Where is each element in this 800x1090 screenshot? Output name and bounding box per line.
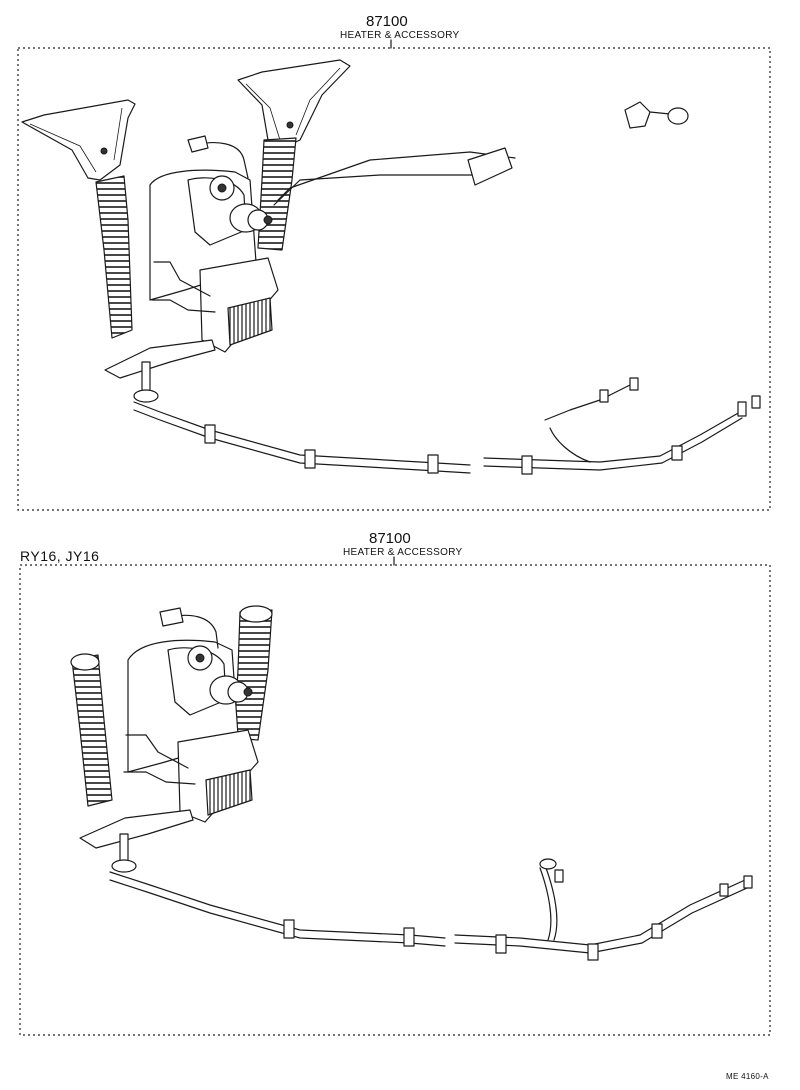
heater-switch bbox=[624, 101, 689, 129]
panel-1-title: 87100 HEATER & ACCESSORY bbox=[340, 14, 540, 41]
panel-2-heater-assembly bbox=[70, 605, 753, 961]
part-name: HEATER & ACCESSORY bbox=[343, 547, 463, 558]
panel-2-variant-label: RY16, JY16 bbox=[20, 548, 100, 564]
left-defroster-nozzle bbox=[21, 99, 136, 181]
heater-core-grille bbox=[227, 297, 273, 346]
panel-2-frame bbox=[19, 556, 771, 1036]
heater-unit-2 bbox=[79, 639, 259, 873]
panel-1-frame bbox=[17, 39, 771, 511]
control-cable-lower bbox=[273, 174, 476, 206]
right-duct-hose bbox=[257, 137, 297, 251]
water-hose-lines-1 bbox=[133, 377, 761, 475]
drawing-code: ME 4160-A bbox=[726, 1072, 769, 1081]
control-cable-connector bbox=[467, 147, 513, 186]
left-duct-hose bbox=[95, 175, 133, 339]
part-name: HEATER & ACCESSORY bbox=[340, 30, 460, 41]
heater-unit bbox=[104, 169, 279, 403]
right-duct-hose-2 bbox=[233, 609, 273, 741]
water-hose-lines-2 bbox=[109, 858, 753, 961]
left-duct-hose-2 bbox=[71, 654, 113, 807]
part-number: 87100 bbox=[369, 530, 411, 547]
panel-1-heater-assembly bbox=[21, 59, 761, 475]
part-number: 87100 bbox=[366, 13, 408, 30]
panel-2-title: 87100 HEATER & ACCESSORY bbox=[343, 531, 543, 558]
right-defroster-nozzle bbox=[237, 59, 351, 151]
